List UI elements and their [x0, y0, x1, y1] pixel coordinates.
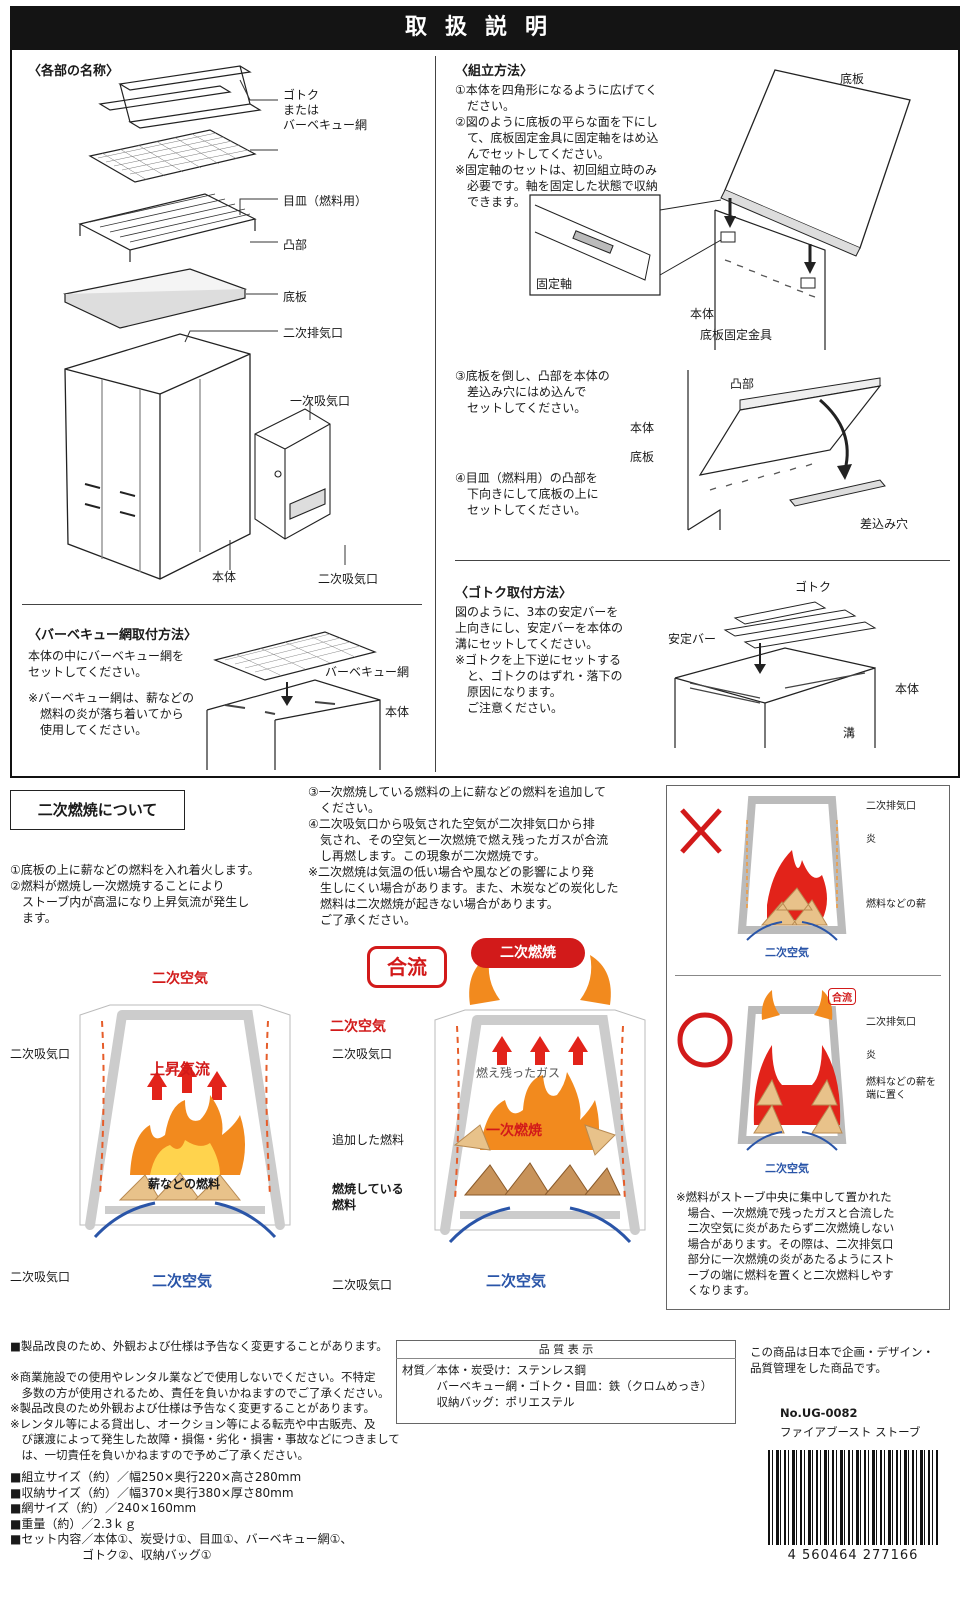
- good-example: [677, 990, 847, 1151]
- page-title: 取扱説明: [10, 6, 960, 50]
- label-kotei-jiku: 固定軸: [536, 277, 573, 291]
- d2-ichiji: 一次燃焼: [486, 1123, 542, 1139]
- bad-maki: 燃料などの薪: [866, 899, 926, 910]
- assembly-step1: ①本体を四角形になるように広げてく ださい。 ②図のように底板の平らな面を下にし…: [455, 83, 659, 209]
- barcode: [768, 1450, 938, 1545]
- label-as-totsubu: 凸部: [730, 377, 755, 391]
- label-ichiji-kyuki: 一次吸気口: [290, 394, 351, 408]
- footer-notice1: ■製品改良のため、外観および仕様は予告なく変更することがあります。: [10, 1339, 388, 1353]
- bad-hono: 炎: [866, 834, 876, 845]
- label-as-sokoita: 底板: [840, 72, 865, 86]
- divider-vertical: [435, 56, 436, 772]
- d1-niji-kyuki-bottom: 二次吸気口: [10, 1270, 71, 1284]
- d2-niji-kuki-bottom: 二次空気: [486, 1272, 547, 1290]
- good-kuki: 二次空気: [765, 1162, 809, 1175]
- label-as-sokoita2: 底板: [630, 450, 655, 464]
- d2-niji-kyuki: 二次吸気口: [332, 1047, 393, 1061]
- diagram-secondary: [434, 955, 646, 1244]
- assembly-step3: ③底板を倒し、凸部を本体の 差込み穴にはめ込んで セットしてください。: [455, 369, 610, 415]
- divider-right: [455, 560, 950, 561]
- secondary-left-text: ①底板の上に薪などの燃料を入れ着火します。 ②燃料が燃焼し一次燃焼することにより…: [10, 863, 260, 925]
- label-niji-haiki: 二次排気口: [283, 326, 344, 340]
- comparison-note: ※燃料がストーブ中央に集中して置かれた 場合、一次燃焼で残ったガスと合流した 二…: [676, 1190, 895, 1297]
- spec-item: ■網サイズ（約）／240×160mm: [10, 1501, 197, 1515]
- model-no: No.UG-0082: [780, 1406, 858, 1420]
- assembly-illustration-2: [687, 370, 886, 531]
- assembly-illustration-1: [529, 69, 911, 350]
- d2-tsuika: 追加した燃料: [332, 1133, 405, 1147]
- quality-text: 材質／本体・炭受け：ステンレス鋼 バーベキュー網・ゴトク・目皿：鉄（クロムめっき…: [402, 1363, 713, 1409]
- comparison-box: [666, 785, 950, 1310]
- d1-joshoryu: 上昇気流: [150, 1060, 211, 1078]
- label-mizo: 溝: [843, 726, 856, 740]
- good-hono: 炎: [866, 1050, 876, 1061]
- label-sokoita: 底板: [283, 290, 308, 304]
- gotoku-illustration: [674, 601, 877, 748]
- bbq-illustration: [206, 631, 381, 770]
- d2-goryu: 合流: [367, 946, 447, 988]
- label-sashikomi: 差込み穴: [860, 517, 909, 531]
- specs-list: ■組立サイズ（約）／幅250×奥行220×高さ280mm ■収納サイズ（約）／幅…: [10, 1470, 352, 1563]
- spec-item: ■重量（約）／2.3ｋｇ: [10, 1516, 137, 1531]
- d2-niji-nensho: 二次燃焼: [471, 938, 585, 968]
- d2-nenshochu: 燃焼している 燃料: [332, 1182, 404, 1212]
- footer-notice2: ※商業施設での使用やレンタル業などで使用しないでください。不特定 多数の方が使用…: [10, 1370, 400, 1462]
- label-gotoku-hontai: 本体: [895, 682, 920, 696]
- spec-item: ゴトク②、収納バッグ①: [10, 1547, 212, 1562]
- parts-illustration: [63, 65, 331, 580]
- quality-box: [396, 1340, 736, 1424]
- good-maki: 燃料などの薪を 端に置く: [866, 1077, 936, 1101]
- spec-item: ■組立サイズ（約）／幅250×奥行220×高さ280mm: [10, 1470, 302, 1484]
- spec-item: ■収納サイズ（約）／幅370×奥行380×厚さ80mm: [10, 1485, 294, 1500]
- label-gotoku2: ゴトク: [795, 580, 832, 594]
- parts-leaders: [184, 79, 346, 570]
- label-kotei-kanagu: 底板固定金具: [700, 328, 773, 342]
- comparison-divider: [675, 975, 941, 976]
- label-as-hontai2: 本体: [630, 421, 655, 435]
- bbq-note: ※バーベキュー網は、薪などの 燃料の炎が落ち着いてから 使用してください。: [28, 691, 195, 737]
- d2-niji-kuki: 二次空気: [330, 1019, 386, 1035]
- good-goryu: 合流: [828, 988, 856, 1005]
- label-bbq-hontai: 本体: [385, 705, 410, 719]
- barcode-number: 4 560464 277166: [760, 1548, 946, 1563]
- label-niji-kyuki: 二次吸気口: [318, 572, 379, 586]
- divider-left: [22, 604, 422, 605]
- good-haiki: 二次排気口: [866, 1017, 916, 1028]
- assembly-step4: ④目皿（燃料用）の凸部を 下向きにして底板の上に セットしてください。: [455, 471, 599, 517]
- quality-divider: [396, 1358, 736, 1359]
- secondary-right-text: ③一次燃焼している燃料の上に薪などの燃料を追加して ください。 ④二次吸気口から…: [308, 785, 619, 927]
- label-bbq-net: バーベキュー網: [325, 665, 410, 679]
- bad-haiki: 二次排気口: [866, 801, 916, 812]
- quality-title: 品 質 表 示: [538, 1343, 594, 1356]
- gotoku-heading: 〈ゴトク取付方法〉: [455, 586, 573, 601]
- product-name: ファイアブースト ストーブ: [780, 1425, 921, 1439]
- d2-niji-kyuki-bottom: 二次吸気口: [332, 1278, 393, 1292]
- d2-moenokori: 燃え残ったガス: [476, 1066, 561, 1080]
- label-as-hontai: 本体: [690, 307, 715, 321]
- diagram-primary: [79, 1004, 291, 1239]
- spec-item: ■セット内容／本体①、炭受け①、目皿①、バーベキュー網①、: [10, 1532, 353, 1546]
- label-totsubu: 凸部: [283, 238, 308, 252]
- d1-maki: 薪などの燃料: [148, 1177, 221, 1191]
- d1-niji-kuki-bottom: 二次空気: [152, 1272, 213, 1290]
- bad-kuki: 二次空気: [765, 946, 809, 959]
- label-mezara: 目皿（燃料用）: [283, 194, 368, 208]
- label-gotoku: ゴトク または バーベキュー網: [283, 88, 368, 132]
- assembly-heading: 〈組立方法〉: [455, 64, 534, 79]
- made-in-japan: この商品は日本で企画・デザイン・ 品質管理をした商品です。: [750, 1345, 934, 1375]
- bbq-heading: 〈バーベキュー網取付方法〉: [28, 628, 198, 643]
- label-hontai: 本体: [212, 570, 237, 584]
- gotoku-text: 図のように、3本の安定バーを 上向きにし、安定バーを本体の 溝にセットしてくださ…: [455, 605, 624, 715]
- d1-niji-kyuki: 二次吸気口: [10, 1047, 71, 1061]
- secondary-heading: 二次燃焼について: [10, 790, 185, 830]
- bad-example: [680, 796, 847, 941]
- d1-niji-kuki-top: 二次空気: [152, 971, 208, 987]
- parts-heading: 〈各部の名称〉: [28, 64, 120, 79]
- label-antei-bar: 安定バー: [668, 632, 717, 646]
- bbq-text: 本体の中にバーベキュー網を セットしてください。: [28, 649, 185, 679]
